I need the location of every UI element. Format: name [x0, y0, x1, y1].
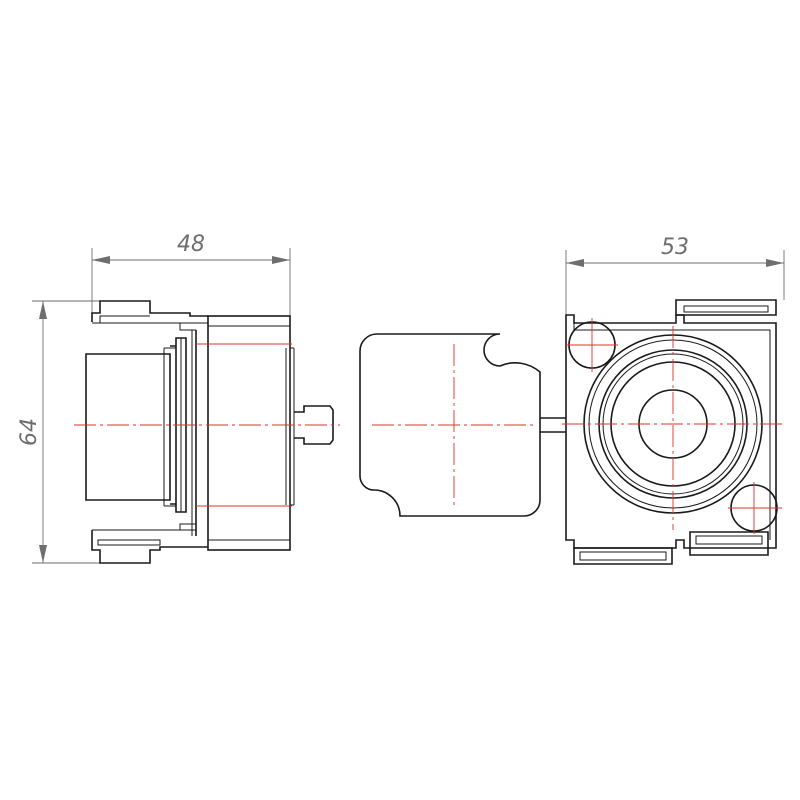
- front-view: [562, 299, 784, 565]
- dimension-side-width: 48: [91, 232, 291, 322]
- dimension-label-side-width: 48: [177, 232, 205, 257]
- side-view: [74, 300, 340, 564]
- middle-cap-view: [359, 333, 566, 517]
- dimension-height: 64: [17, 300, 100, 564]
- dimension-front-width: 53: [565, 235, 785, 320]
- dimension-label-height: 64: [17, 418, 42, 446]
- dimension-label-front-width: 53: [661, 235, 689, 260]
